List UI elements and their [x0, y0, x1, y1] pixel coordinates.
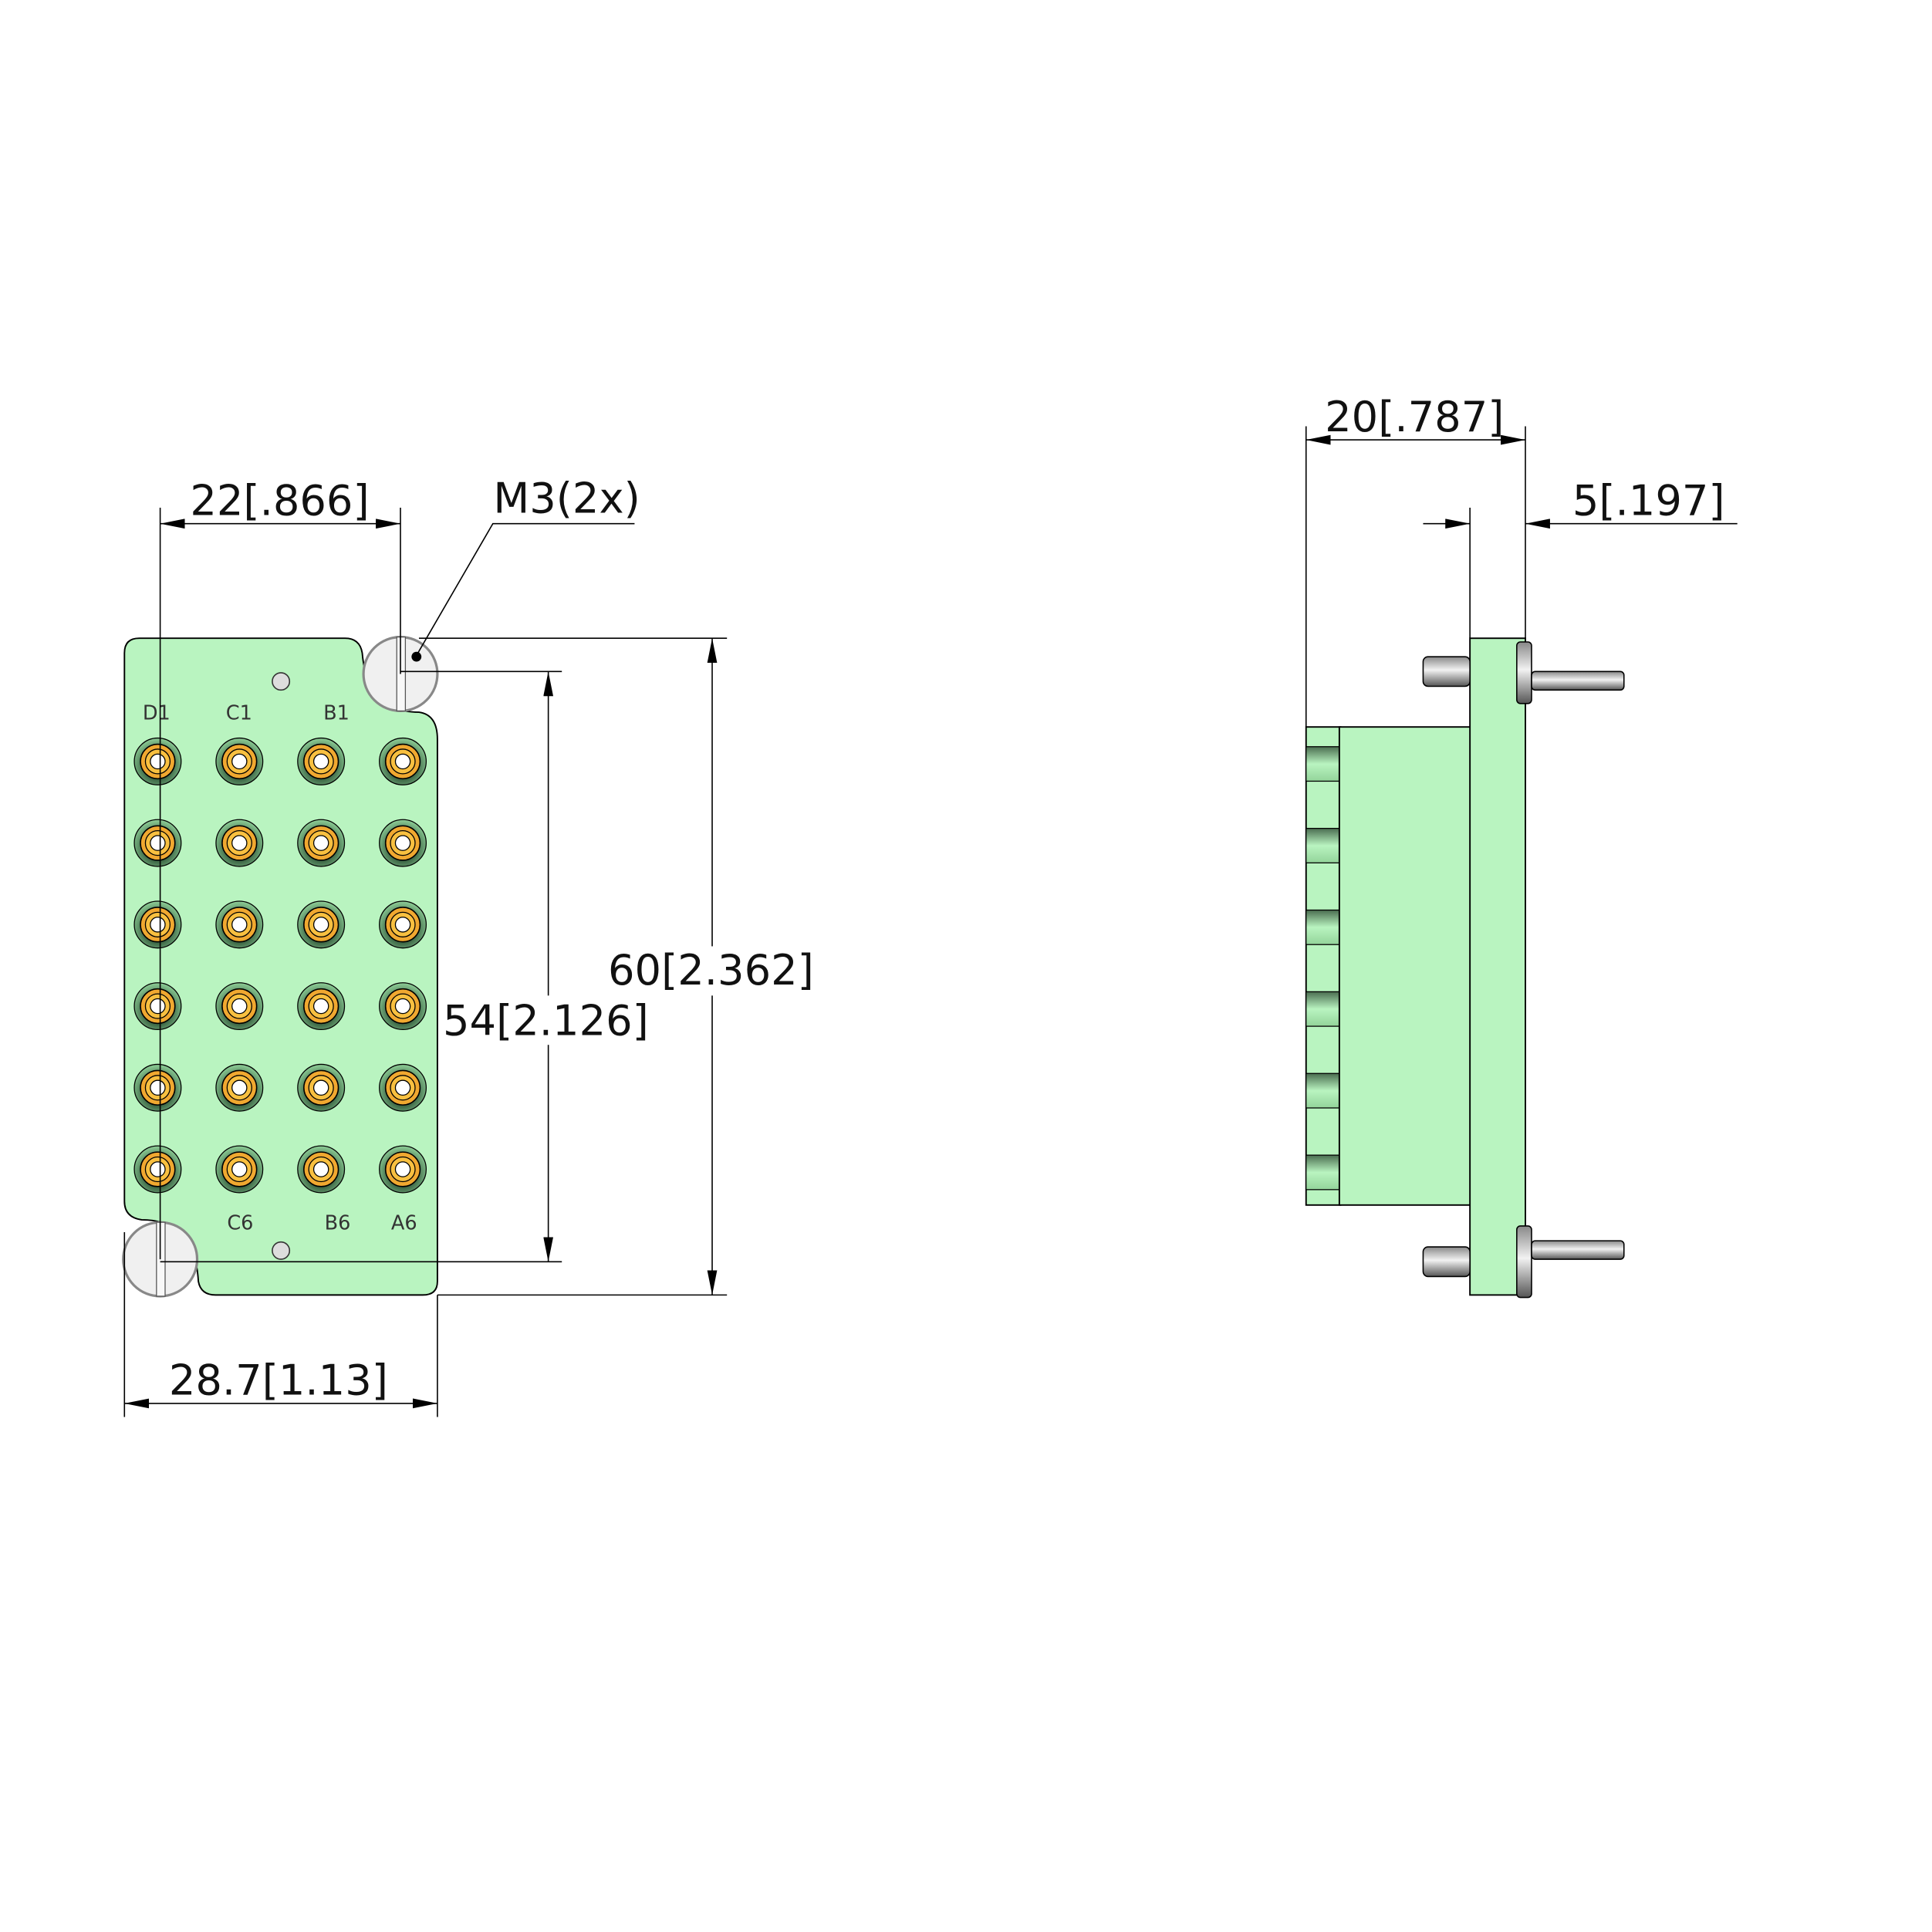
rib [1305, 909, 1340, 945]
contact-socket [379, 1145, 427, 1194]
pin-label-b1: B1 [323, 702, 350, 725]
contact-socket [297, 819, 346, 867]
contact-socket [133, 1063, 182, 1112]
contact-socket [297, 1145, 346, 1194]
contact-socket [297, 737, 346, 785]
dimension-height: 60[2.362] [418, 637, 814, 1296]
contact-socket [379, 1063, 427, 1112]
dimension-flange: 5[.197] [1423, 477, 1738, 639]
polarization-dot [272, 672, 291, 691]
contact-socket [379, 819, 427, 867]
rib [1305, 746, 1340, 782]
ribs [1305, 746, 1340, 1191]
rib-stack [1305, 726, 1342, 1206]
contact-socket [215, 1145, 264, 1194]
contact-socket [379, 900, 427, 949]
contact-socket [215, 737, 264, 785]
contact-socket [215, 982, 264, 1031]
pin-label-d1: D1 [143, 702, 171, 725]
connector-plate [123, 637, 438, 1296]
contact-socket [133, 819, 182, 867]
thread-callout: M3(2x) [411, 474, 640, 662]
rib [1305, 827, 1340, 863]
pin-label-b6: B6 [325, 1212, 351, 1235]
dimension-width: 28.7[1.13] [123, 1231, 438, 1417]
dimension-screw-spacing: 54[2.126] [160, 670, 649, 1263]
contact-socket [133, 737, 182, 785]
svg-text:60[2.362]: 60[2.362] [608, 946, 814, 995]
polarization-dot [272, 1241, 291, 1260]
svg-text:22[.866]: 22[.866] [190, 477, 369, 525]
side-view: 20[.787] 5[.197] [1305, 393, 1738, 1299]
contact-socket [133, 1145, 182, 1194]
mounting-flange [1469, 637, 1526, 1296]
contact-socket [297, 982, 346, 1031]
svg-text:M3(2x): M3(2x) [493, 474, 640, 522]
svg-text:28.7[1.13]: 28.7[1.13] [169, 1356, 388, 1405]
front-view: D1 C1 B1 C6 B6 A6 22[.866] M3(2x) 54[2.1… [122, 474, 814, 1417]
pin-label-c1: C1 [226, 702, 252, 725]
svg-text:5[.197]: 5[.197] [1572, 477, 1725, 525]
svg-text:20[.787]: 20[.787] [1325, 393, 1504, 441]
contact-socket [297, 1063, 346, 1112]
contact-socket [215, 900, 264, 949]
stud-bottom [1422, 1225, 1625, 1299]
pin-label-a6: A6 [391, 1212, 417, 1235]
pin-label-c6: C6 [227, 1212, 253, 1235]
dimension-pin-spacing: 22[.866] [159, 477, 401, 1260]
contact-socket [297, 900, 346, 949]
dimension-depth: 20[.787] [1305, 393, 1526, 728]
rib [1305, 991, 1340, 1027]
contact-grid [133, 737, 427, 1194]
contact-socket [379, 982, 427, 1031]
contact-socket [133, 982, 182, 1031]
rib [1305, 1072, 1340, 1109]
contact-socket [215, 819, 264, 867]
connector-body [1338, 726, 1472, 1206]
svg-text:54[2.126]: 54[2.126] [443, 996, 649, 1045]
contact-socket [133, 900, 182, 949]
contact-socket [215, 1063, 264, 1112]
stud-top [1422, 641, 1625, 704]
contact-socket [379, 737, 427, 785]
rib [1305, 1154, 1340, 1191]
